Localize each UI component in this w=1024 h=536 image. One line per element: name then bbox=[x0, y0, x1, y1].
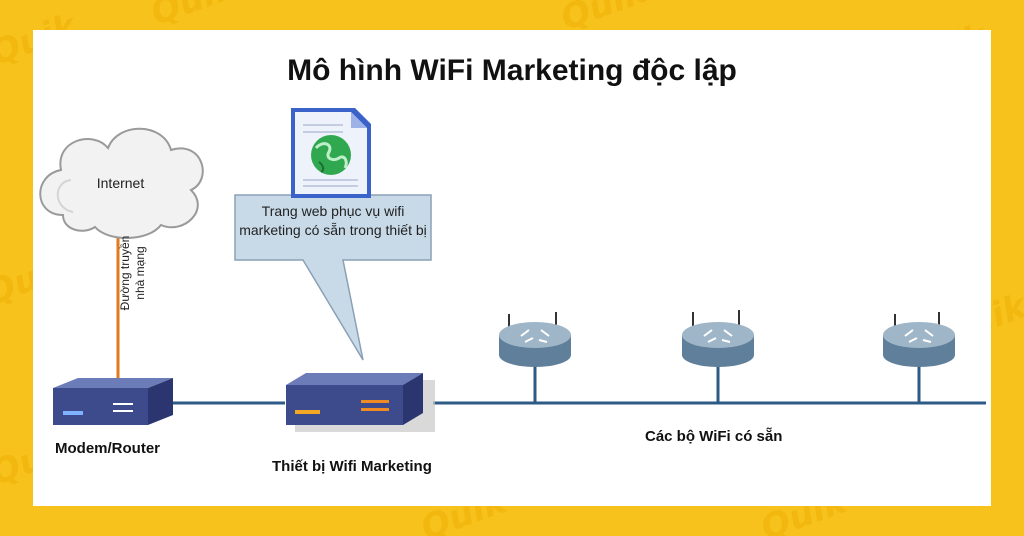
connection-label: Đường truyền nhà mạng bbox=[118, 228, 148, 318]
modem-router-label: Modem/Router bbox=[55, 440, 160, 457]
modem-router-icon bbox=[53, 378, 173, 425]
diagram-title: Mô hình WiFi Marketing độc lập bbox=[287, 54, 737, 87]
web-page-icon bbox=[291, 108, 371, 198]
callout-bubble bbox=[234, 194, 432, 361]
wifi-marketing-device-label: Thiết bị Wifi Marketing bbox=[272, 458, 432, 475]
access-point-icon bbox=[682, 310, 754, 367]
diagram-panel: Mô hình WiFi Marketing độc lập bbox=[33, 30, 991, 506]
access-point-icon bbox=[883, 312, 955, 367]
internet-cloud-icon bbox=[39, 127, 204, 239]
wifi-marketing-device-icon bbox=[286, 373, 435, 432]
watermark: Quik bbox=[145, 0, 242, 34]
access-points-label: Các bộ WiFi có sẵn bbox=[645, 428, 783, 445]
access-point-icon bbox=[499, 312, 571, 367]
network-diagram bbox=[39, 108, 986, 432]
internet-label: Internet bbox=[96, 175, 145, 191]
callout-text: Trang web phục vụ wifi marketing có sẵn … bbox=[239, 203, 427, 238]
connection-label-line1: Đường truyền bbox=[118, 235, 132, 311]
connection-label-line2: nhà mạng bbox=[133, 246, 147, 300]
